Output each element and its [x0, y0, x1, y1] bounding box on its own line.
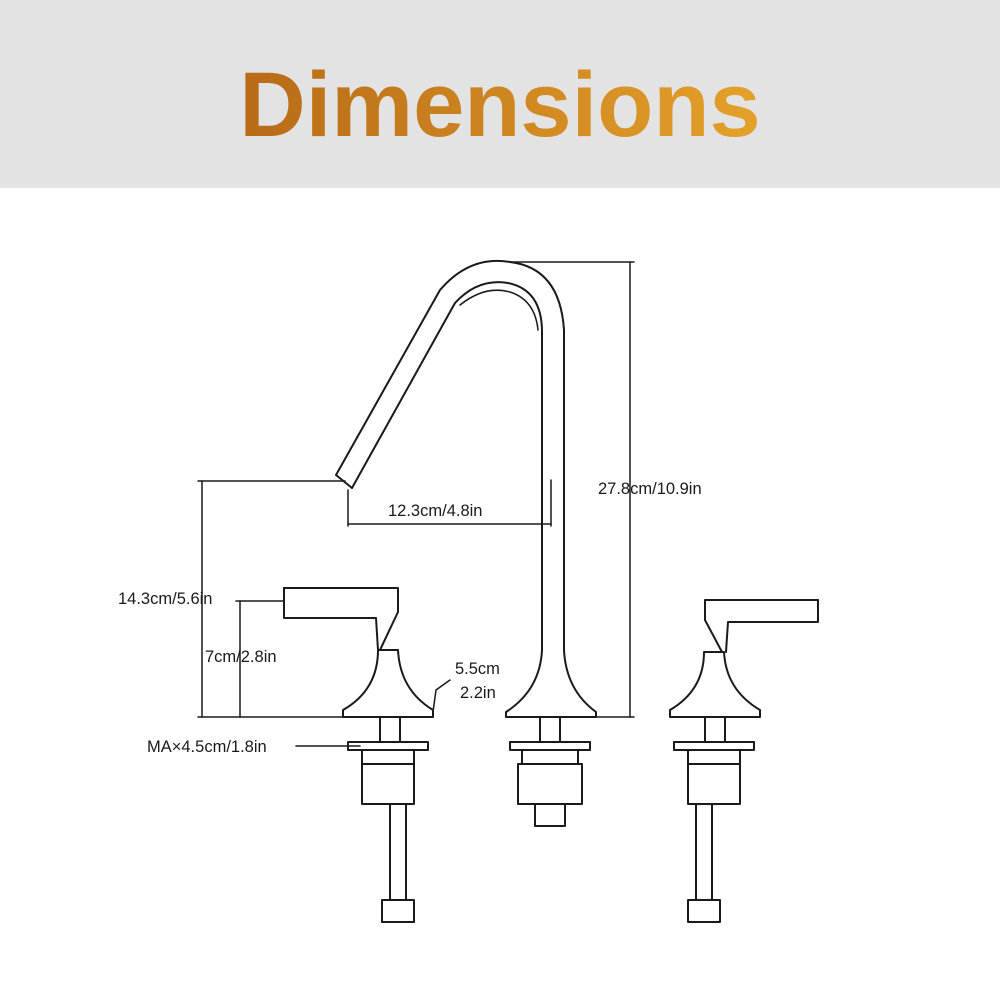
right-handle — [669, 599, 819, 923]
left-lever-top — [283, 587, 399, 651]
label-max-deck-thickness: MA×4.5cm/1.8in — [147, 738, 267, 756]
dimension-lines — [197, 261, 635, 747]
right-supply-fitting — [687, 899, 721, 923]
label-base-diameter-cm: 5.5cm — [455, 660, 500, 678]
spout-highlight — [459, 289, 539, 331]
spout-nut-top — [521, 749, 579, 765]
right-lever-top — [704, 599, 819, 653]
right-lever-bottom — [725, 599, 819, 653]
spout — [335, 259, 597, 827]
spout-shank — [534, 803, 566, 827]
right-handle-base — [669, 651, 761, 718]
label-handle-height: 7cm/2.8in — [205, 648, 277, 666]
faucet-drawing — [197, 259, 819, 923]
title-svg: Dimensions — [239, 54, 760, 156]
spout-base — [505, 649, 597, 718]
right-nut-top — [687, 749, 741, 765]
page-title: Dimensions — [0, 0, 1000, 188]
right-washer — [673, 741, 755, 751]
spout-inner-line — [351, 281, 543, 651]
spout-nut — [517, 763, 583, 805]
left-nut — [361, 763, 415, 805]
label-spout-clearance: 14.3cm/5.6in — [118, 590, 213, 608]
left-handle — [283, 587, 434, 923]
faucet-diagram: 27.8cm/10.9in 12.3cm/4.8in 14.3cm/5.6in … — [0, 188, 1000, 1000]
left-lever-bottom — [283, 587, 379, 651]
label-total-height: 27.8cm/10.9in — [598, 480, 702, 498]
label-base-diameter-in: 2.2in — [460, 684, 496, 702]
label-spout-reach: 12.3cm/4.8in — [388, 502, 483, 520]
left-nut-top — [361, 749, 415, 765]
dim-base-leader — [432, 679, 451, 713]
header-banner — [0, 0, 1000, 188]
right-nut — [687, 763, 741, 805]
left-supply-fitting — [381, 899, 415, 923]
left-handle-base — [342, 649, 434, 718]
title-text: Dimensions — [239, 54, 760, 156]
spout-washer — [509, 741, 591, 751]
